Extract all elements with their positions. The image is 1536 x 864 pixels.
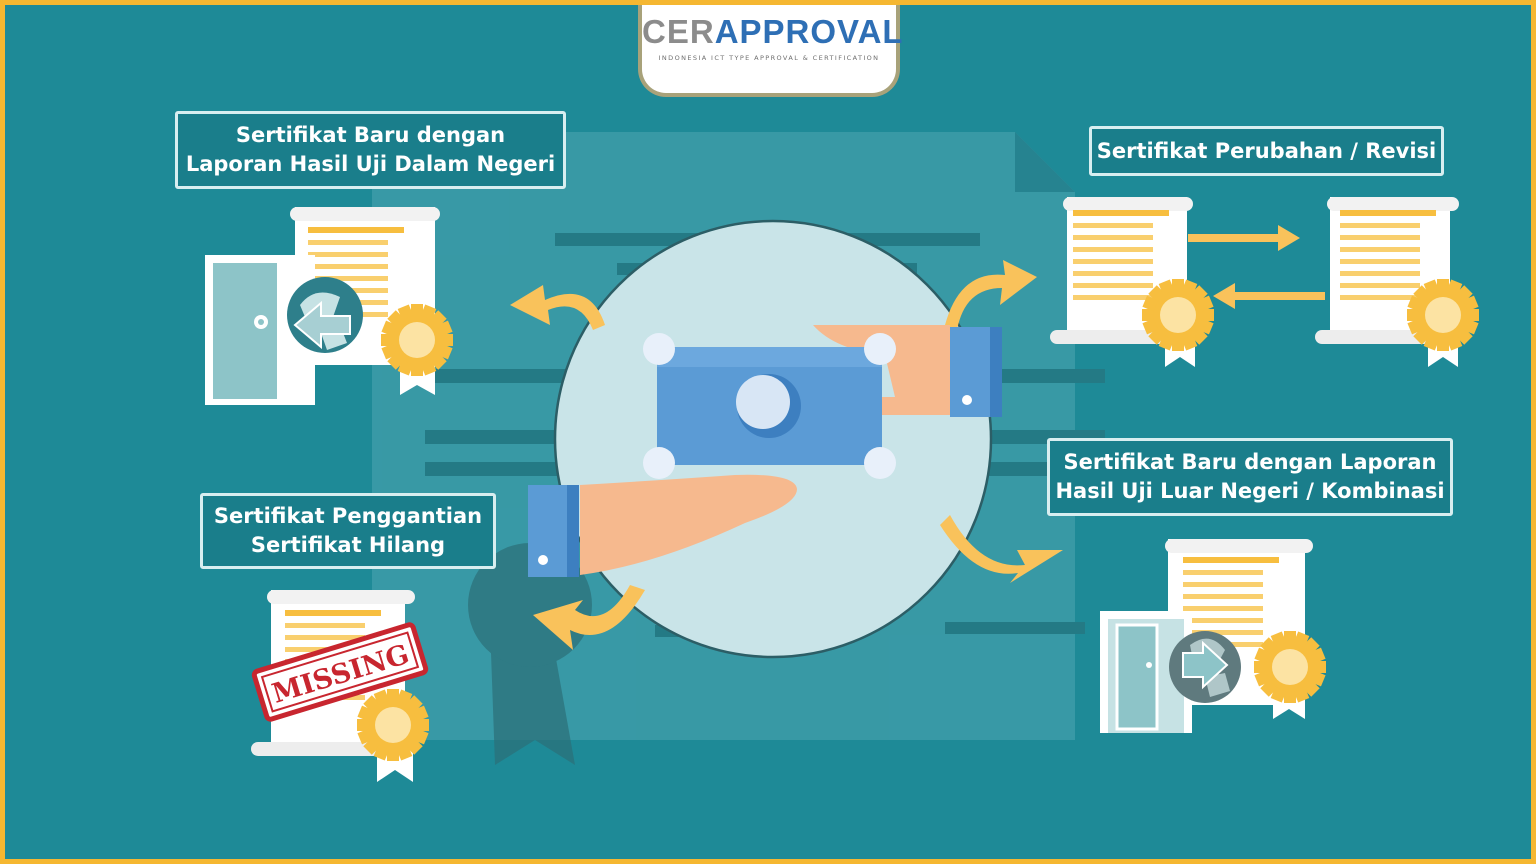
label-line: Sertifikat Penggantian	[213, 504, 483, 528]
door-icon	[205, 255, 315, 405]
door-icon	[1100, 611, 1192, 733]
label-line: Laporan Hasil Uji Dalam Negeri	[185, 152, 556, 176]
certificate-revision-icon	[1050, 197, 1479, 367]
logo-brand-part2: APPROVAL	[714, 13, 904, 50]
certificate-foreign-icon	[1100, 539, 1326, 733]
missing-stamp-icon: MISSING	[251, 622, 429, 722]
label-line: Sertifikat Perubahan / Revisi	[1096, 138, 1437, 163]
logo-brand-part1: CER	[642, 13, 715, 50]
label-revision-certificate: Sertifikat Perubahan / Revisi	[1089, 126, 1444, 176]
label-line: Sertifikat Baru dengan	[235, 123, 506, 147]
money-hand-icon	[528, 325, 1002, 577]
cerapproval-logo: CERAPPROVAL INDONESIA ICT TYPE APPROVAL …	[638, 5, 903, 97]
label-foreign-certificate: Sertifikat Baru dengan Laporan Hasil Uji…	[1047, 438, 1453, 516]
label-lost-certificate: Sertifikat Penggantian Sertifikat Hilang	[200, 493, 496, 569]
infographic-canvas: CERAPPROVAL INDONESIA ICT TYPE APPROVAL …	[5, 5, 1531, 859]
label-domestic-certificate: Sertifikat Baru dengan Laporan Hasil Uji…	[175, 111, 566, 189]
exchange-arrows-icon	[1188, 225, 1325, 309]
label-line: Sertifikat Hilang	[250, 533, 446, 557]
label-line: Hasil Uji Luar Negeri / Kombinasi	[1055, 479, 1445, 503]
certificate-domestic-icon	[205, 207, 453, 405]
illustration	[205, 5, 1479, 782]
logo-tagline: INDONESIA ICT TYPE APPROVAL & CERTIFICAT…	[658, 54, 880, 62]
curved-arrow-icon	[510, 260, 1063, 650]
label-line: Sertifikat Baru dengan Laporan	[1063, 450, 1437, 474]
